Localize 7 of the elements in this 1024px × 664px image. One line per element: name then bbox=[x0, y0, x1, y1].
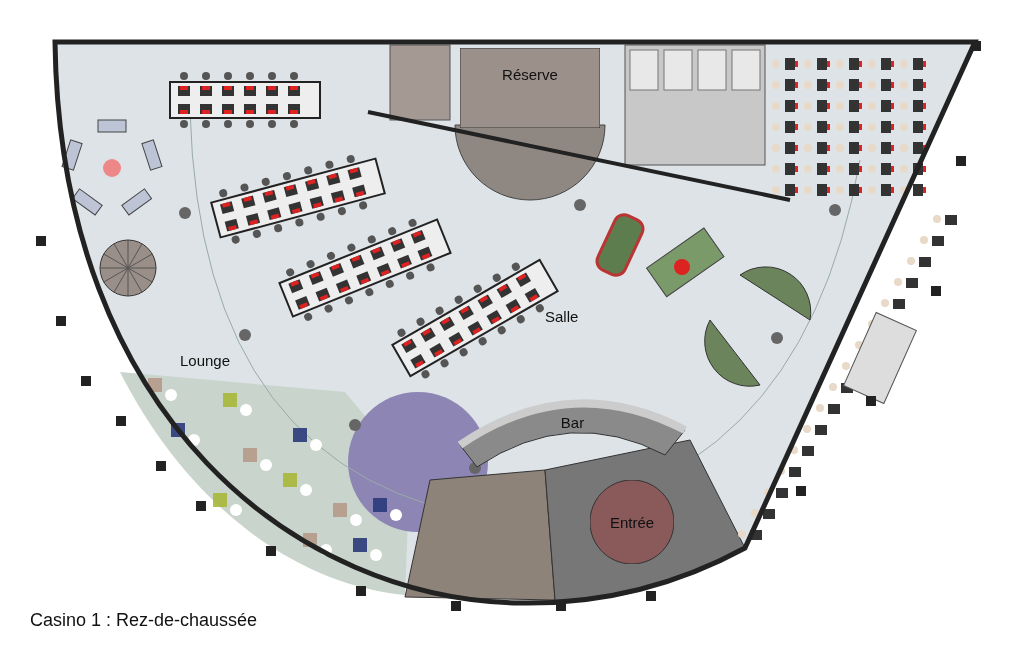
room-label: Salle bbox=[545, 308, 579, 325]
room-label: Réserve bbox=[502, 66, 558, 83]
room-label: Bar bbox=[560, 414, 585, 431]
storage-room bbox=[460, 48, 600, 128]
room-label: Entrée bbox=[609, 513, 655, 531]
caption: Casino 1 : Rez-de-chaussée bbox=[30, 610, 258, 631]
room-label: Lounge bbox=[180, 352, 231, 369]
